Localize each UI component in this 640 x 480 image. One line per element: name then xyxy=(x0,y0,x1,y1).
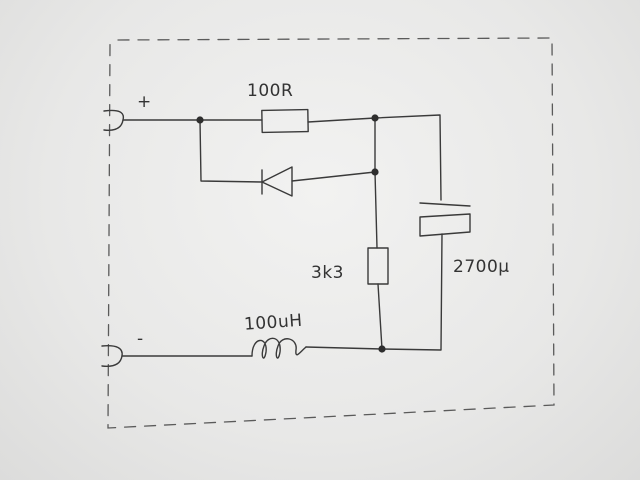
junction-node xyxy=(378,345,386,353)
capacitor-label: 2700µ xyxy=(453,257,510,277)
resistor-mid-label: 3k3 xyxy=(311,263,344,283)
enclosure-border xyxy=(107,37,555,429)
resistor-3k3 xyxy=(367,247,389,285)
junction-node xyxy=(371,168,379,176)
plus-terminal xyxy=(103,109,125,131)
capacitor-2700u xyxy=(419,202,471,237)
minus-terminal xyxy=(101,345,123,367)
junction-node xyxy=(371,114,379,122)
diode xyxy=(261,166,293,197)
right-vertical-wire xyxy=(374,117,383,350)
bottom-wire xyxy=(121,346,383,357)
inductor-label: 100uH xyxy=(243,311,303,335)
diode-branch-wire xyxy=(199,119,376,183)
resistor-100r xyxy=(261,108,309,134)
top-wire xyxy=(122,114,442,201)
capacitor-lower-wire xyxy=(381,233,443,351)
resistor-top-label: 100R xyxy=(247,81,293,101)
minus-label: - xyxy=(137,329,144,349)
plus-label: + xyxy=(137,92,152,112)
junction-node xyxy=(196,116,204,124)
inductor-100uh xyxy=(251,337,307,359)
